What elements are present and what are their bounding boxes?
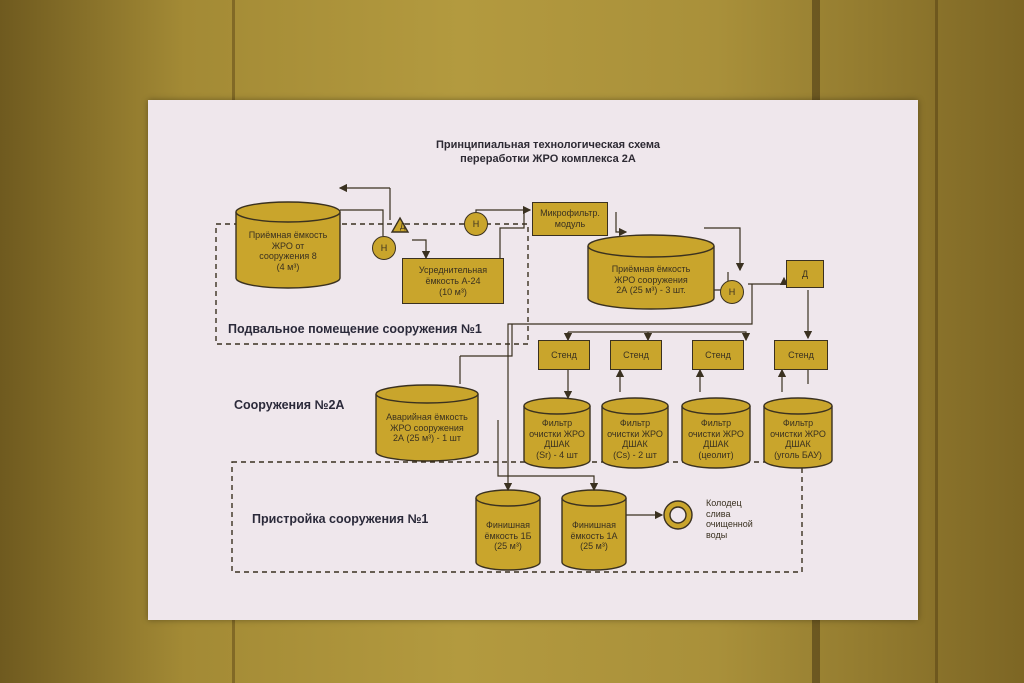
label-line: Приёмная ёмкость — [611, 264, 691, 274]
receiving-tank-2a-shape — [587, 234, 715, 310]
label-line: 2А (25 м³) - 1 шт — [392, 433, 462, 443]
label-line: ДШАК — [703, 439, 729, 449]
line-to-tank2a — [615, 212, 628, 237]
label-line: очистки ЖРО — [688, 428, 744, 439]
label-line: Усреднительная — [418, 264, 488, 275]
title-line-1: Принципиальная технологическая схема — [435, 139, 660, 151]
label-line: (уголь БАУ) — [774, 449, 822, 460]
filter-zeolite-shape — [681, 397, 751, 469]
line-to-microfilter — [475, 205, 532, 215]
label-line: очистки ЖРО — [770, 428, 826, 439]
emergency-tank-shape — [375, 384, 479, 462]
line-to-valve — [748, 276, 789, 286]
microfilter-module: Микрофильтр. модуль — [532, 202, 608, 236]
section-building-2a: Сооружения №2А — [234, 398, 345, 412]
stand-2: Стенд — [610, 340, 662, 370]
pump-h3: Н — [720, 280, 744, 304]
final-tank-1b-shape — [475, 489, 541, 571]
valve-d2: Д — [786, 260, 824, 288]
filter-cs-shape — [601, 397, 669, 469]
label-line: Финишная — [572, 520, 616, 530]
label-line: (25 м³) — [494, 541, 522, 551]
label-line: ЖРО сооружения — [390, 422, 464, 433]
label-line: ёмкость А-24 — [425, 275, 481, 286]
label-line: ЖРО от — [271, 240, 305, 251]
pump-h2: Н — [464, 212, 488, 236]
label-line: (25 м³) — [580, 541, 608, 551]
label-line: (4 м³) — [276, 261, 300, 272]
final-tank-1a-label: Финишная ёмкость 1А (25 м³) — [564, 520, 624, 552]
receiving-tank-1-shape — [235, 201, 341, 289]
label-line: очистки ЖРО — [607, 428, 663, 439]
label-line: ДШАК — [622, 439, 648, 449]
filter-coal-shape — [763, 397, 833, 469]
label-line: модуль — [554, 219, 586, 229]
label-line: (Sr) - 4 шт — [536, 449, 578, 460]
filter-cs-label: Фильтр очистки ЖРО ДШАК (Cs) - 2 шт — [604, 418, 666, 460]
label-line: очистки ЖРО — [529, 428, 585, 439]
receiving-tank-1-label: Приёмная ёмкость ЖРО от сооружения 8 (4 … — [240, 230, 336, 272]
label-line: Приёмная ёмкость — [248, 230, 328, 240]
line-main-header — [503, 284, 753, 492]
drain-well-label: Колодец слива очищенной воды — [706, 498, 753, 540]
filter-coal-label: Фильтр очистки ЖРО ДШАК (уголь БАУ) — [766, 418, 830, 460]
label-line: (Cs) - 2 шт — [613, 449, 657, 460]
diagram-lines — [215, 183, 833, 573]
label-line: ДШАК — [544, 439, 570, 449]
basement-zone-border — [215, 223, 529, 345]
label-line: воды — [706, 529, 728, 540]
label-line: слива — [706, 508, 731, 519]
line-tank1-pump — [340, 209, 384, 236]
valve-symbol — [390, 216, 410, 233]
label-line: ёмкость 1А — [570, 530, 618, 541]
label-line: (цеолит) — [698, 449, 734, 460]
emergency-tank-label: Аварийная ёмкость ЖРО сооружения 2А (25 … — [380, 412, 474, 444]
label-line: очищенной — [706, 519, 753, 529]
label-line: Фильтр — [782, 418, 814, 428]
label-line: сооружения 8 — [259, 251, 317, 261]
label-line: Финишная — [486, 520, 530, 530]
label-line: (10 м³) — [439, 286, 467, 297]
section-basement: Подвальное помещение сооружения №1 — [228, 322, 482, 336]
wall-seam — [935, 0, 938, 683]
filter-sr-label: Фильтр очистки ЖРО ДШАК (Sr) - 4 шт — [526, 418, 588, 460]
filter-sr-shape — [523, 397, 591, 469]
label-line: ёмкость 1Б — [484, 530, 532, 541]
label-line: Фильтр — [619, 418, 651, 428]
averaging-tank: Усреднительная ёмкость А-24 (10 м³) — [402, 258, 504, 304]
label-line: Фильтр — [541, 418, 573, 428]
valve-d1-label: Д — [400, 222, 406, 231]
final-tank-1a-shape — [561, 489, 627, 571]
stand-3: Стенд — [692, 340, 744, 370]
stand-1: Стенд — [538, 340, 590, 370]
section-annex: Пристройка сооружения №1 — [252, 512, 429, 526]
label-line: Фильтр — [700, 418, 732, 428]
line-to-final-1a — [497, 420, 599, 492]
label-line: ДШАК — [785, 439, 811, 449]
annex-zone-border — [231, 461, 803, 573]
label-line: 2А (25 м³) - 3 шт. — [616, 285, 686, 295]
line-to-averaging — [412, 239, 431, 260]
stand-4: Стенд — [774, 340, 828, 370]
label-line: Микрофильтр. — [540, 208, 600, 218]
final-tank-1b-label: Финишная ёмкость 1Б (25 м³) — [478, 520, 538, 552]
pump-h1: Н — [372, 236, 396, 260]
filter-zeolite-label: Фильтр очистки ЖРО ДШАК (цеолит) — [684, 418, 748, 460]
process-diagram-poster: Принципиальная технологическая схема пер… — [148, 100, 918, 620]
label-line: ЖРО сооружения — [614, 274, 688, 285]
diagram-title: Принципиальная технологическая схема пер… — [378, 138, 718, 166]
label-line: Аварийная ёмкость — [386, 412, 468, 422]
title-line-2: переработки ЖРО комплекса 2А — [460, 153, 636, 165]
label-line: Колодец — [706, 498, 742, 508]
receiving-tank-2a-label: Приёмная ёмкость ЖРО сооружения 2А (25 м… — [594, 264, 708, 296]
